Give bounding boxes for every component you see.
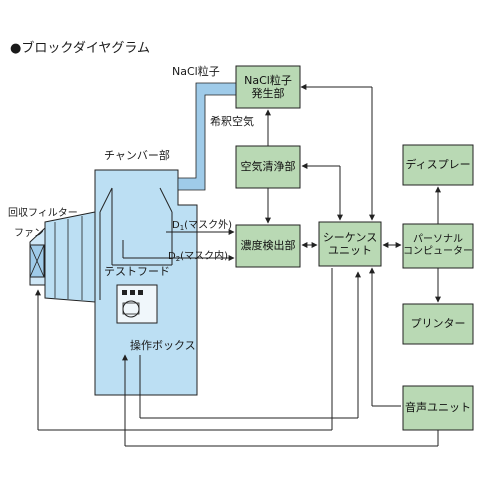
fan-and-filter [29, 211, 96, 303]
air-cleaner-label: 空気清浄部 [240, 160, 296, 174]
nacl-generator-line1: NaCl粒子 [244, 73, 292, 87]
nacl-particles-label: NaCl粒子 [172, 65, 220, 78]
personal-computer-line2: コンピューター [403, 246, 473, 257]
test-hood-label: テストフード [104, 265, 170, 278]
control-box-label: 操作ボックス [130, 339, 196, 352]
recovery-filter-label: 回収フィルター [8, 208, 78, 219]
d1-subscript: 1 [179, 224, 185, 232]
d1-letter: D [172, 220, 180, 231]
sequence-unit-line1: シーケンス [322, 230, 378, 244]
dilution-air-label: 希釈空気 [210, 115, 254, 128]
concentration-detector-block: 濃度検出部 [236, 225, 300, 267]
display-label: ディスプレー [405, 158, 471, 172]
nacl-generator-block: NaCl粒子 発生部 [236, 66, 300, 108]
audio-unit-block: 音声ユニット [403, 386, 473, 430]
personal-computer-block: パーソナル コンピューター [403, 224, 473, 268]
operation-box-figure [116, 284, 158, 324]
nacl-duct [177, 82, 237, 191]
d1-text: (マスク外) [184, 220, 232, 231]
printer-label: プリンター [410, 317, 466, 331]
sequence-unit-block: シーケンス ユニット [319, 222, 381, 266]
d2-letter: D [168, 251, 176, 262]
diagram-title: ●ブロックダイヤグラム [10, 41, 151, 56]
connections [35, 84, 441, 447]
d1-label: D1(マスク外) [172, 220, 232, 232]
printer-block: プリンター [403, 304, 473, 344]
chamber-body [94, 169, 198, 396]
sequence-unit-line2: ユニット [328, 244, 372, 257]
green-blocks [235, 65, 474, 431]
personal-computer-line1: パーソナル [413, 234, 463, 245]
nacl-generator-line2: 発生部 [251, 87, 285, 100]
display-block: ディスプレー [403, 145, 473, 185]
chamber-inner-lines [99, 187, 173, 300]
d2-label: D2(マスク内) [168, 251, 228, 263]
d2-subscript: 2 [175, 255, 181, 263]
audio-unit-label: 音声ユニット [405, 401, 471, 415]
d2-text: (マスク内) [180, 251, 228, 262]
concentration-detector-label: 濃度検出部 [240, 239, 296, 253]
fan-label: ファン [14, 228, 44, 239]
chamber-label: チャンバー部 [104, 149, 170, 162]
air-cleaner-block: 空気清浄部 [236, 146, 300, 188]
